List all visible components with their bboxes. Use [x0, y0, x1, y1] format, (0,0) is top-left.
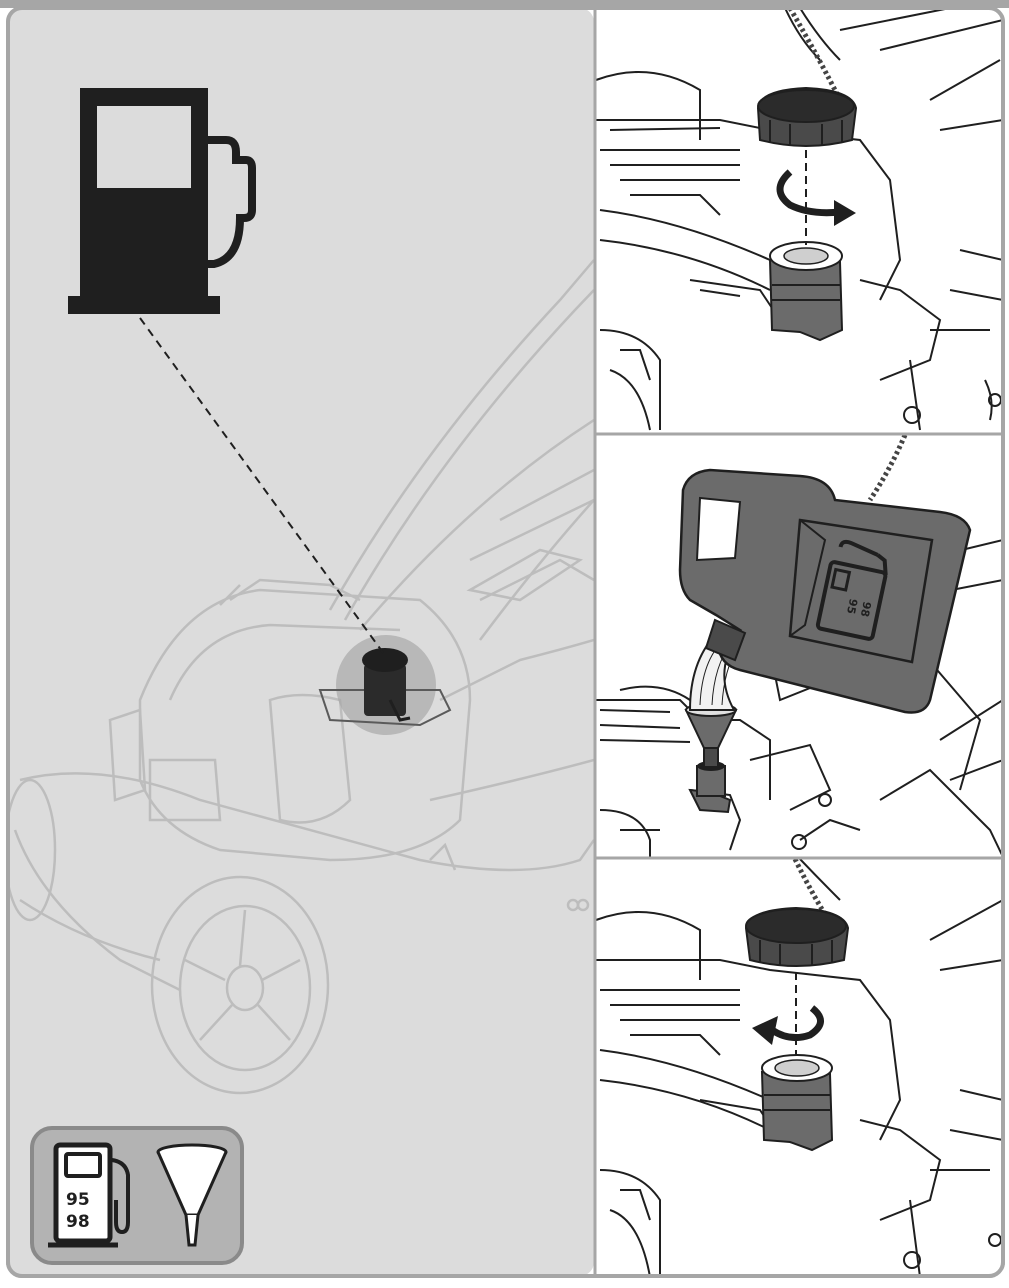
filler-neck	[760, 1054, 834, 1152]
funnel-icon	[156, 1143, 228, 1247]
fuel-cap	[744, 906, 850, 967]
step-3-close-cap	[596, 859, 1003, 1277]
lawn-mower-illustration	[8, 259, 594, 1095]
overview-panel: 95 98	[8, 8, 594, 1276]
fuel-pump-icon	[68, 88, 256, 314]
fuel-requirement-badge: 95 98	[30, 1126, 244, 1265]
fuel-cap	[756, 86, 858, 147]
step-2-pour-fuel: 95 98	[596, 435, 1003, 857]
counterclockwise-arrow	[776, 169, 841, 217]
fuel-canister: 95 98	[678, 468, 972, 714]
octane-secondary: 98	[66, 1212, 90, 1232]
filler-neck	[768, 241, 844, 342]
step-1-open-cap	[596, 8, 1003, 433]
canister-octane-primary: 95	[844, 597, 860, 615]
octane-primary: 95	[66, 1190, 90, 1210]
fuel-pump-icon: 95 98	[48, 1142, 130, 1248]
canister-octane-secondary: 98	[858, 600, 874, 618]
top-border	[0, 0, 1009, 8]
fuel-cap-small	[318, 648, 452, 727]
clockwise-arrow	[770, 1005, 824, 1042]
